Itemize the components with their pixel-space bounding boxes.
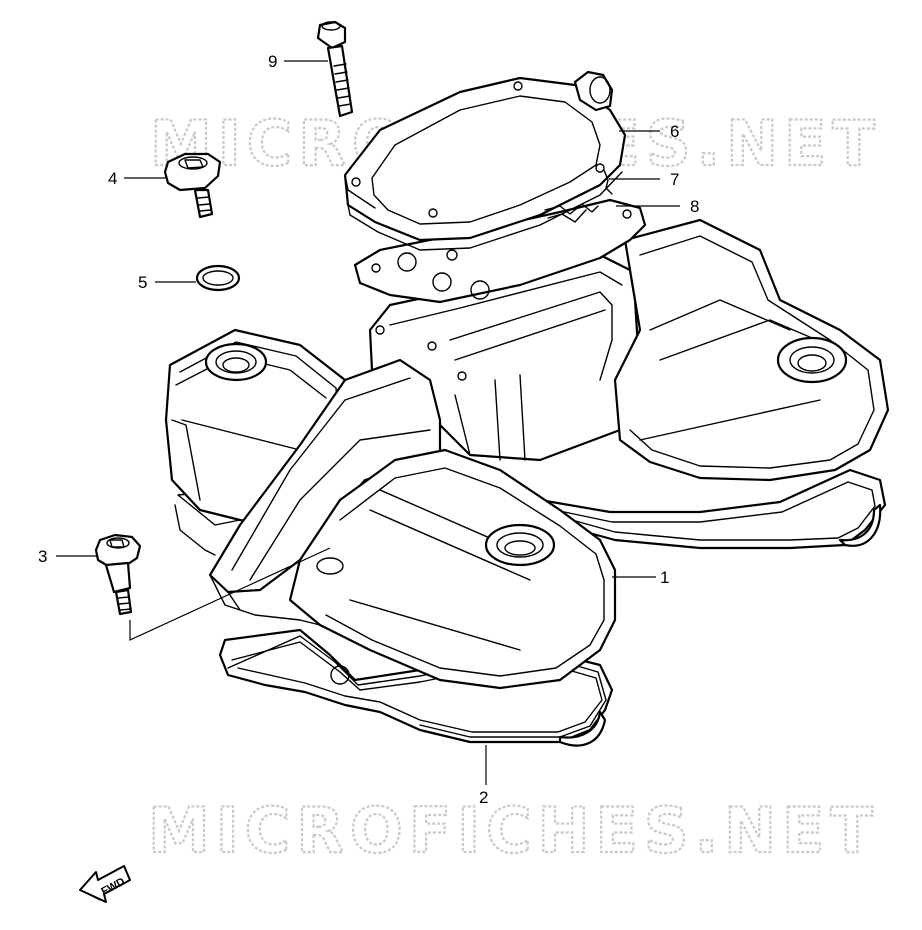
callout-2: 2 [479,788,488,807]
callout-7: 7 [670,170,679,189]
callout-3: 3 [38,547,47,566]
cylinder-head-cover [164,218,890,690]
bolt-3 [94,533,142,616]
callout-1: 1 [660,568,669,587]
callout-6: 6 [670,122,679,141]
callout-8: 8 [690,197,699,216]
bolt-4 [163,152,222,219]
leader-lines [56,60,680,785]
fwd-arrow-icon: FWD [79,865,131,903]
callout-4: 4 [108,169,117,188]
o-ring-5 [195,264,241,292]
callouts: 1 2 3 4 5 6 7 8 9 [38,52,699,807]
callout-5: 5 [138,273,147,292]
bolt-9 [316,20,354,118]
callout-9: 9 [268,52,277,71]
breather-cover [343,70,627,251]
watermark-bottom: MICROFICHES.NET [148,794,879,867]
